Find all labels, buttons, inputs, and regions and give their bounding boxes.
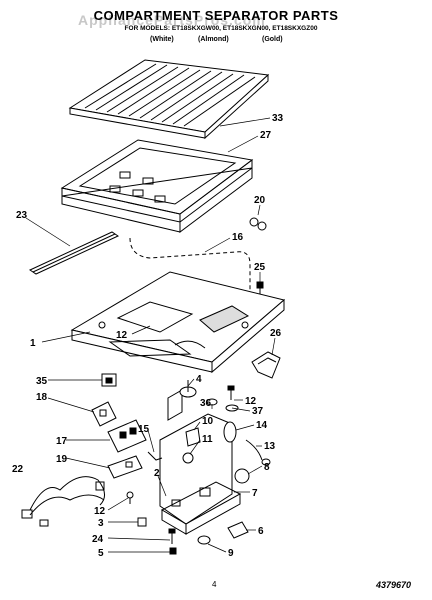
callout-12: 12 — [116, 330, 128, 341]
model-numbers: FOR MODELS: ET18SKXGW00, ET18SKXGN00, ET… — [124, 25, 318, 32]
damper-control-part — [185, 427, 201, 447]
callout-6: 6 — [258, 526, 264, 537]
screw-part — [168, 528, 176, 544]
callout-36: 36 — [200, 398, 212, 409]
watermark: AppliancePartsPros.com — [78, 12, 266, 28]
callout-15: 15 — [138, 424, 150, 435]
finish-gold: (Gold) — [262, 36, 283, 43]
separator-base-part — [70, 271, 286, 374]
callout-25: 25 — [254, 262, 266, 273]
damper-housing-part — [159, 389, 242, 535]
callout-23: 23 — [16, 210, 28, 221]
callout-12: 12 — [94, 506, 106, 517]
page-number: 4 — [212, 580, 217, 589]
leader-lines — [25, 117, 276, 553]
callout-24: 24 — [92, 534, 104, 545]
grille-part — [68, 59, 270, 140]
finish-white: (White) — [150, 36, 174, 43]
finish-almond: (Almond) — [198, 36, 229, 43]
callout-18: 18 — [36, 392, 48, 403]
plug-part — [227, 521, 249, 539]
separator-frame-part — [60, 139, 254, 233]
callout-3: 3 — [98, 518, 104, 529]
callout-7: 7 — [252, 488, 258, 499]
callout-22: 22 — [12, 464, 24, 475]
duct-part — [251, 351, 281, 379]
diagram-title: COMPARTMENT SEPARATOR PARTS — [93, 8, 339, 23]
callout-10: 10 — [202, 416, 214, 427]
document-number: 4379670 — [376, 580, 412, 590]
thermostat-knob-part — [179, 380, 197, 398]
fastener-part — [169, 547, 177, 555]
clip-part — [249, 217, 267, 231]
bulb-part — [234, 468, 250, 484]
control-housing-part — [107, 419, 147, 453]
callout-17: 17 — [56, 436, 68, 447]
callout-13: 13 — [264, 441, 276, 452]
callout-16: 16 — [232, 232, 244, 243]
callout-35: 35 — [36, 376, 48, 387]
callout-27: 27 — [260, 130, 272, 141]
light-bulb-part — [223, 421, 237, 443]
screw-part — [126, 491, 134, 504]
wire-part — [245, 439, 271, 466]
mounting-bracket-part — [91, 401, 117, 427]
gear-part — [182, 452, 194, 464]
callout-19: 19 — [56, 454, 68, 465]
callout-2: 2 — [154, 468, 160, 479]
wiring-route — [129, 237, 251, 300]
callout-20: 20 — [254, 195, 266, 206]
lamp-socket-part — [147, 451, 163, 461]
callout-5: 5 — [98, 548, 104, 559]
clip-part — [137, 517, 147, 527]
callout-37: 37 — [252, 406, 264, 417]
callout-1: 1 — [30, 338, 36, 349]
grommet-part — [197, 535, 211, 545]
gasket-strip-part — [28, 231, 120, 275]
callout-9: 9 — [228, 548, 234, 559]
cover-part — [107, 455, 143, 479]
callout-11: 11 — [202, 434, 213, 445]
connector-part — [101, 373, 117, 387]
screw-part — [225, 385, 239, 412]
callout-33: 33 — [272, 113, 284, 124]
callout-8: 8 — [264, 462, 270, 473]
callout-4: 4 — [196, 374, 202, 385]
wire-harness-part — [21, 476, 105, 527]
callout-26: 26 — [270, 328, 282, 339]
callout-14: 14 — [256, 420, 268, 431]
callout-12: 12 — [245, 396, 257, 407]
